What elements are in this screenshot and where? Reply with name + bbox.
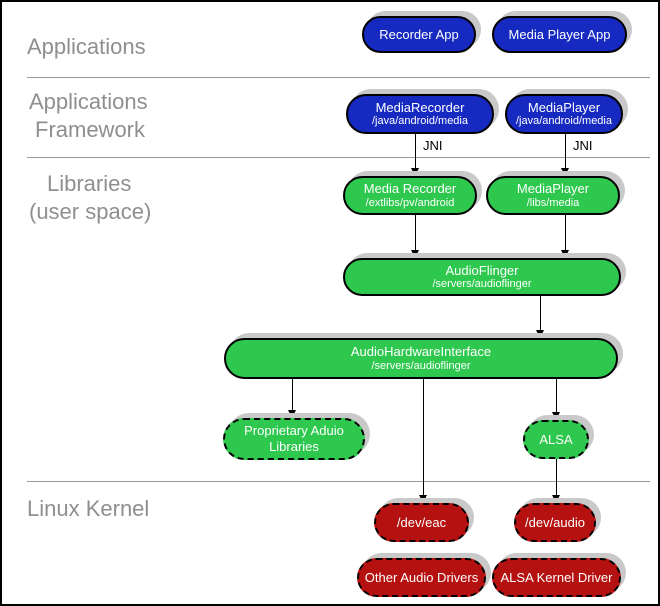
layer-label-text: Applications: [27, 34, 146, 59]
arrow-hardwareinterface-to-proprietary: [288, 379, 297, 418]
jni-label-right: JNI: [573, 138, 593, 153]
node-path: /extlibs/pv/android: [365, 196, 455, 209]
arrow-audioflinger-to-hardwareinterface: [536, 296, 545, 338]
node-media-player-app: Media Player App: [492, 16, 627, 53]
node-title: /dev/eac: [396, 514, 447, 530]
node-title: Other Audio Drivers: [364, 569, 479, 585]
node-title: AudioHardwareInterface: [350, 344, 492, 360]
node-title: Media Recorder: [363, 181, 457, 197]
node-media-recorder-lib: Media Recorder /extlibs/pv/android: [343, 176, 477, 215]
layer-label-text: Applications: [29, 89, 148, 114]
node-title: Recorder App: [379, 26, 459, 42]
node-mediarecorder-framework: MediaRecorder /java/android/media: [346, 94, 494, 134]
layer-label-libraries: Libraries (user space): [29, 170, 151, 226]
node-title: MediaPlayer: [516, 181, 590, 197]
node-title: MediaRecorder: [375, 99, 465, 115]
arrow-hardwareinterface-to-alsa: [552, 379, 561, 420]
node-mediaplayer-framework: MediaPlayer /java/android/media: [505, 94, 623, 134]
node-title: /dev/audio: [525, 514, 585, 530]
section-divider-framework: [27, 157, 650, 158]
layer-label-text: Linux Kernel: [27, 496, 150, 521]
node-title: AudioFlinger: [445, 262, 519, 278]
node-mediaplayer-lib: MediaPlayer /libs/media: [486, 176, 620, 215]
jni-label-left: JNI: [423, 138, 443, 153]
arrow-hardwareinterface-to-dev-eac: [419, 379, 428, 503]
arrow-mediarecorder-jni: [411, 134, 420, 176]
node-recorder-app: Recorder App: [362, 16, 476, 53]
node-audioflinger: AudioFlinger /servers/audioflinger: [343, 258, 621, 296]
node-path: /libs/media: [526, 196, 580, 209]
node-path: /java/android/media: [371, 115, 468, 128]
section-divider-kernel: [27, 481, 650, 482]
node-title: Proprietary Aduio Libraries: [244, 423, 344, 454]
node-dev-audio: /dev/audio: [514, 503, 596, 542]
layer-label-text: (user space): [29, 199, 152, 224]
node-path: /java/android/media: [515, 115, 612, 128]
arrow-mediaplayer-to-audioflinger: [561, 215, 570, 258]
node-path: /servers/audioflinger: [371, 359, 471, 372]
layer-label-applications-framework: Applications Framework: [29, 88, 148, 144]
node-audiohardwareinterface: AudioHardwareInterface /servers/audiofli…: [224, 338, 618, 379]
node-dev-eac: /dev/eac: [374, 503, 469, 542]
node-title: ALSA Kernel Driver: [500, 569, 613, 585]
node-title: ALSA: [539, 431, 573, 447]
node-title: Media Player App: [508, 26, 611, 42]
node-title: MediaPlayer: [527, 99, 601, 115]
node-alsa: ALSA: [523, 420, 589, 459]
arrow-mediarecorder-to-audioflinger: [411, 215, 420, 258]
node-other-audio-drivers: Other Audio Drivers: [357, 558, 486, 597]
arrow-alsa-to-dev-audio: [552, 459, 561, 503]
layer-label-text: Framework: [35, 117, 146, 142]
node-path: /servers/audioflinger: [432, 278, 532, 291]
layer-label-text: Libraries: [47, 171, 132, 196]
node-proprietary-audio-libraries: Proprietary Aduio Libraries: [223, 418, 365, 460]
layer-label-linux-kernel: Linux Kernel: [27, 495, 149, 523]
arrow-mediaplayer-jni: [561, 134, 570, 176]
node-alsa-kernel-driver: ALSA Kernel Driver: [492, 558, 621, 597]
section-divider-applications: [27, 77, 650, 78]
layer-label-applications: Applications: [27, 33, 146, 61]
